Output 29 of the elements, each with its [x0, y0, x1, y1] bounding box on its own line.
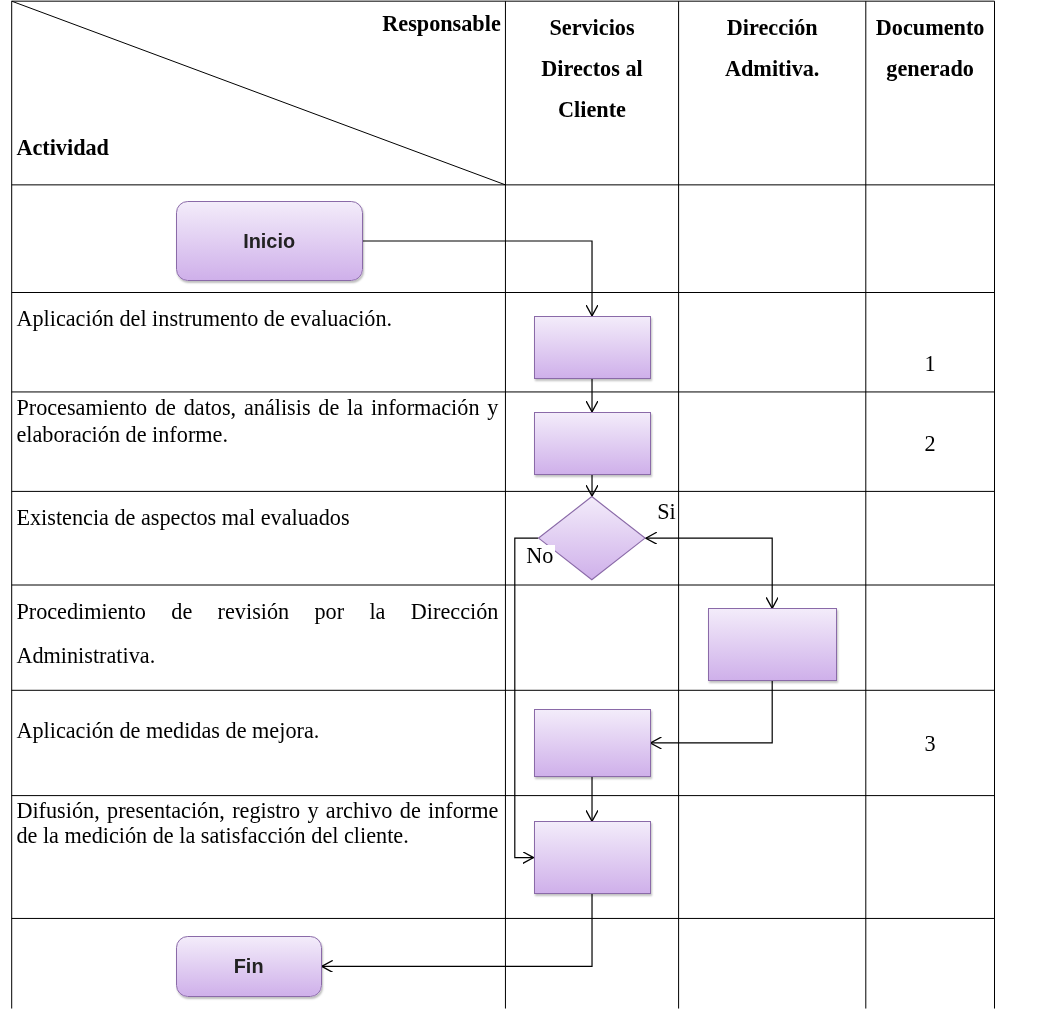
arrow — [649, 680, 773, 750]
terminal-box: Fin — [175, 936, 322, 997]
document-number: 3 — [923, 731, 937, 758]
process-box — [533, 315, 651, 380]
process-box — [533, 411, 651, 475]
column-header: Servicios Directos al Cliente — [540, 14, 644, 125]
column-header: Documento generado — [874, 14, 986, 84]
activity-text: Aplicación del instrumento de evaluación. — [16, 305, 394, 334]
arrow — [585, 378, 599, 413]
column-header: Actividad — [16, 134, 110, 163]
arrow — [585, 776, 599, 822]
process-box — [533, 821, 651, 894]
arrow — [321, 893, 593, 974]
arrow — [362, 240, 599, 317]
arrow — [645, 531, 779, 610]
activity-text: Procedimiento de revisión por la Dirección Administrativa. — [16, 597, 499, 671]
column-header: Dirección Admitiva. — [723, 14, 821, 84]
activity-text: Aplicación de medidas de mejora. — [16, 718, 321, 746]
document-number: 1 — [923, 351, 937, 378]
activity-text: Existencia de aspectos mal evaluados — [16, 504, 351, 533]
process-box — [533, 709, 651, 777]
activity-text: Procesamiento de datos, análisis de la información y elaboración de informe. — [16, 395, 499, 449]
column-header: Responsable — [381, 10, 501, 38]
activity-text: Difusión, presentación, registro y archivo de informe de la medición de la satisfacción del cliente. — [16, 799, 499, 849]
process-box — [707, 608, 837, 681]
document-number: 2 — [923, 430, 937, 458]
terminal-box: Inicio — [175, 201, 363, 281]
arrow — [585, 474, 599, 497]
arrow — [514, 537, 539, 865]
